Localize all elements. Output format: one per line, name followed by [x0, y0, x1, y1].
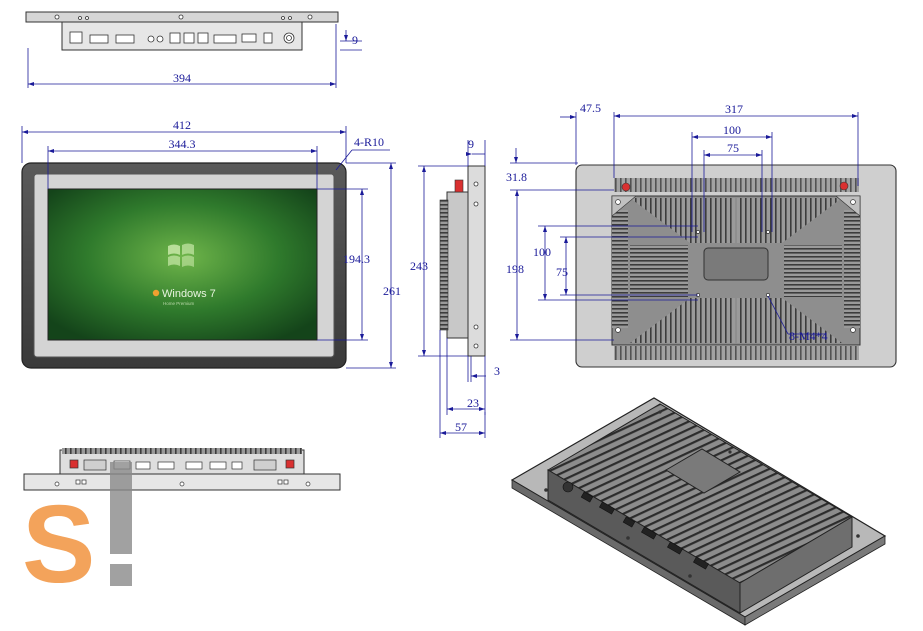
dim-front-screen-height: 194.3 — [343, 252, 370, 266]
dim-side-total-depth: 57 — [455, 420, 467, 434]
windows-orb-icon — [152, 289, 160, 297]
top-view: 394 9 — [25, 11, 362, 88]
rear-right-inner-fins — [784, 245, 842, 297]
side-view: 9 243 3 23 57 — [410, 137, 500, 438]
top-view-holes — [54, 14, 313, 20]
rear-mount-point-left — [621, 182, 631, 192]
iso-io-ports — [562, 481, 709, 570]
dim-rear-offset-x: 47.5 — [580, 101, 601, 115]
front-screen — [47, 188, 318, 341]
dim-rear-vesa-75-x: 75 — [727, 141, 739, 155]
rear-diagonal-fins-tr — [737, 198, 842, 243]
dim-side-body-depth: 23 — [467, 396, 479, 410]
side-view-holes — [473, 181, 479, 349]
dim-rear-vesa-100-x: 100 — [723, 123, 741, 137]
dim-front-screen-width: 344.3 — [169, 137, 196, 151]
os-edition: Home Premium — [163, 301, 195, 306]
iso-body-side-right — [739, 516, 853, 614]
rear-mount-point-right — [839, 181, 849, 191]
dim-rear-vesa-75-y: 75 — [556, 265, 568, 279]
windows-logo-icon — [168, 243, 194, 267]
side-body — [446, 191, 469, 339]
dim-rear-mount-span-y: 198 — [506, 262, 524, 276]
rear-diagonal-fins-bl — [630, 298, 735, 343]
rear-center-plate — [703, 247, 769, 281]
rear-diagonal-fins-tl — [630, 198, 735, 243]
watermark-bar — [110, 462, 132, 554]
dim-side-height: 243 — [410, 259, 428, 273]
rear-left-inner-fins — [630, 245, 688, 297]
top-view-io-ports — [69, 31, 295, 44]
front-view: Windows 7 Home Premium 412 344.3 4-R10 1… — [21, 118, 401, 369]
iso-center-plate — [665, 448, 741, 494]
iso-frame-lip-right — [744, 535, 886, 626]
iso-frame-holes — [544, 410, 860, 578]
bottom-view — [23, 448, 341, 491]
dim-top-depth: 9 — [352, 33, 358, 47]
dim-front-outer-width: 412 — [173, 118, 191, 132]
dim-side-bezel: 9 — [468, 137, 474, 151]
rear-screw-holes — [615, 199, 856, 333]
rear-bottom-fins — [614, 346, 859, 360]
dim-rear-offset-y: 31.8 — [506, 170, 527, 184]
dim-front-corner-radius: 4-R10 — [354, 135, 384, 149]
dim-rear-mount-span-x: 317 — [725, 102, 743, 116]
dim-front-outer-height: 261 — [383, 284, 401, 298]
rear-right-fins — [844, 210, 860, 328]
dim-rear-vesa-100-y: 100 — [533, 245, 551, 259]
rear-left-fins — [612, 210, 628, 328]
side-fins — [439, 199, 449, 331]
dim-top-total-width: 394 — [173, 71, 191, 85]
rear-diagonal-fins-br — [737, 298, 842, 343]
dim-rear-screw-spec: 8-M4*4 — [789, 329, 828, 343]
bottom-fins — [62, 448, 302, 454]
rear-top-fins — [614, 178, 859, 192]
os-name: Windows 7 — [162, 288, 216, 300]
dim-side-flange: 3 — [494, 364, 500, 378]
rear-view: 47.5 317 100 75 31.8 198 — [506, 101, 897, 368]
watermark-logo: S — [22, 462, 132, 606]
watermark-dot — [110, 564, 132, 586]
isometric-view — [510, 397, 887, 626]
watermark-letter: S — [22, 483, 95, 606]
side-mount-top — [454, 179, 464, 193]
